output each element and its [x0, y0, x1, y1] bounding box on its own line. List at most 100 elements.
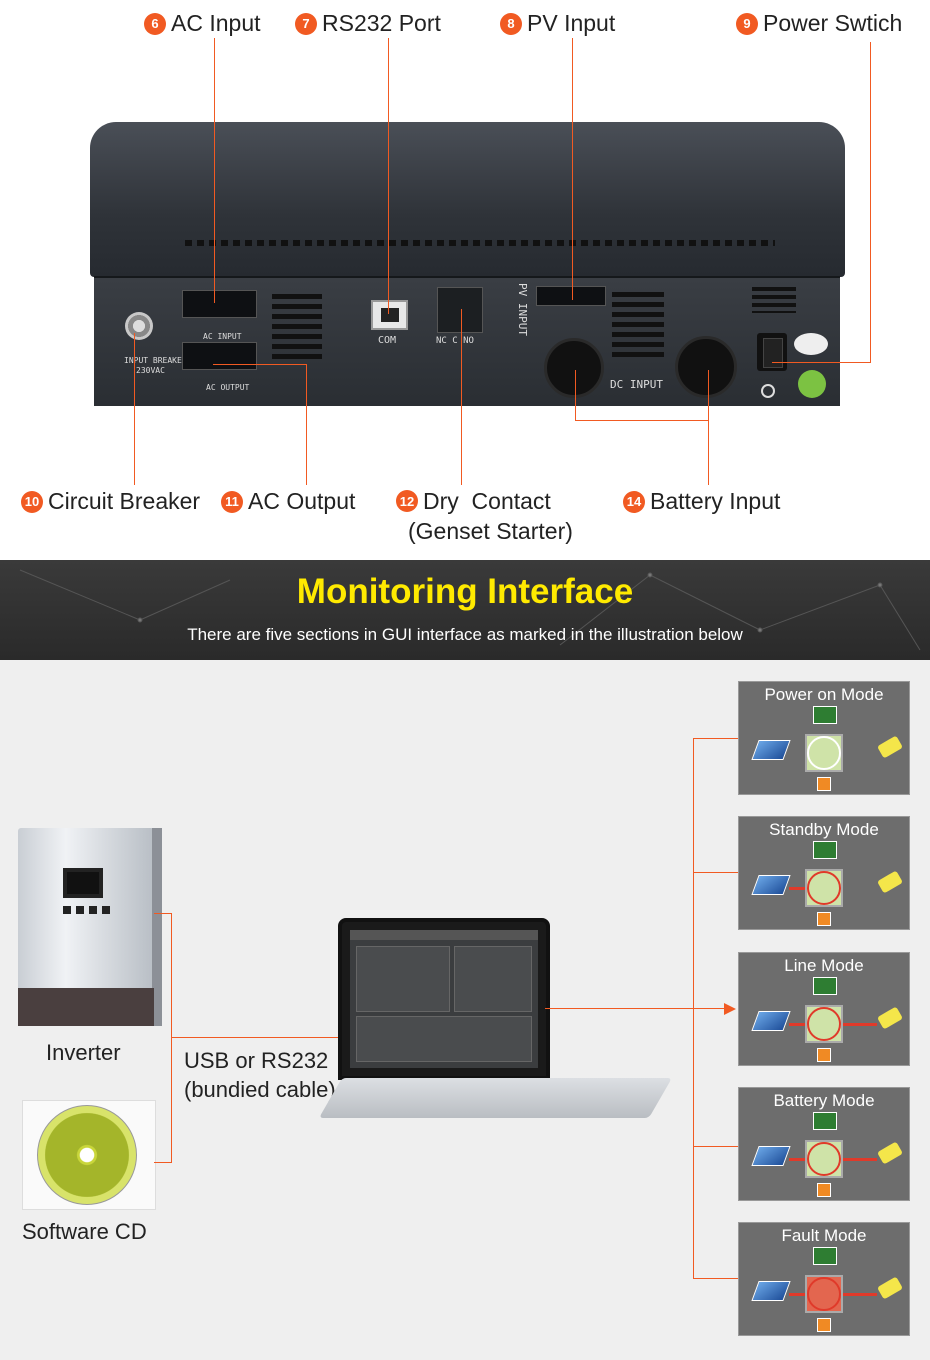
leader-line-batt-right — [708, 370, 709, 485]
circuit-breaker-knob — [125, 312, 153, 340]
number-badge: 6 — [144, 12, 166, 35]
flow-arrow — [843, 1023, 877, 1026]
pv-input-socket — [536, 286, 606, 306]
flow-arrow — [789, 1158, 807, 1161]
mode-title: Standby Mode — [769, 820, 879, 839]
leader-line-pv — [572, 38, 573, 300]
grid-icon — [813, 706, 837, 724]
connector-cd — [154, 1162, 172, 1163]
network-pattern-decoration — [19, 569, 921, 651]
certification-sticker — [794, 333, 828, 355]
monitoring-software-screenshot — [350, 930, 538, 1068]
power-symbol-icon — [761, 384, 775, 398]
pv-input-label: PV INPUT — [516, 283, 529, 336]
connector-inverter — [154, 913, 172, 914]
mode-fault: Fault Mode — [738, 1222, 910, 1336]
battery-icon — [817, 777, 831, 791]
callout-label: AC Input — [171, 10, 261, 36]
software-status-panel — [454, 946, 532, 1012]
mode-standby: Standby Mode — [738, 816, 910, 930]
flow-ring — [807, 1142, 841, 1176]
load-bulb-icon — [876, 735, 904, 759]
leader-line-rs232 — [388, 38, 389, 314]
switch-vent — [752, 287, 796, 313]
software-cd-label: Software CD — [22, 1219, 147, 1244]
battery-icon — [817, 1183, 831, 1197]
ac-input-label: AC INPUT — [203, 332, 242, 341]
inverter-base — [18, 988, 154, 1026]
leader-line-breaker — [134, 333, 135, 485]
mode-title: Power on Mode — [764, 685, 884, 704]
mode-power-on: Power on Mode — [738, 681, 910, 795]
battery-icon — [817, 1318, 831, 1332]
callout-ac-input: 6 AC Input — [144, 10, 261, 37]
callout-circuit-breaker: 10 Circuit Breaker — [21, 488, 200, 515]
mode-title: Line Mode — [784, 956, 864, 975]
flow-arrow — [843, 1293, 877, 1296]
software-toolbar — [350, 930, 538, 940]
ac-output-label: AC OUTPUT — [206, 383, 250, 392]
number-badge: 8 — [500, 12, 522, 35]
callout-ac-output: 11 AC Output — [221, 488, 355, 515]
dry-contact-label: NC C NO — [436, 336, 474, 346]
mode-title: Battery Mode — [773, 1091, 875, 1110]
grid-icon — [813, 977, 837, 995]
mode-tick-2 — [693, 872, 738, 873]
inverter-image — [18, 828, 162, 1026]
callout-dry-contact: 12 Dry Contact (Genset Starter) — [396, 488, 573, 545]
ac-input-socket — [182, 290, 257, 318]
leader-line-batt-left — [575, 370, 576, 421]
face-vent-left — [272, 294, 322, 364]
number-badge: 10 — [21, 490, 43, 513]
number-badge: 12 — [396, 490, 418, 512]
mode-tick-4 — [693, 1146, 738, 1147]
callout-label: Power Swtich — [763, 10, 903, 36]
software-cd-image — [22, 1100, 156, 1210]
monitoring-banner: Monitoring Interface There are five sect… — [0, 560, 930, 660]
callout-battery-input: 14 Battery Input — [623, 488, 780, 515]
solar-panel-icon — [751, 1281, 791, 1301]
callout-rs232-port: 7 RS232 Port — [295, 10, 441, 37]
callout-label: AC Output — [248, 488, 356, 514]
connector-to-modes — [545, 1008, 725, 1009]
leader-line-ac-output-v — [306, 364, 307, 485]
mode-line: Line Mode — [738, 952, 910, 1066]
qc-passed-sticker — [798, 370, 826, 398]
flow-arrow — [789, 1023, 807, 1026]
battery-icon — [817, 1048, 831, 1062]
inverter-side — [152, 828, 162, 1026]
cd-disc-icon — [37, 1105, 137, 1205]
flow-ring — [807, 1277, 841, 1311]
mode-battery: Battery Mode — [738, 1087, 910, 1201]
face-vent-right — [612, 292, 664, 362]
grid-icon — [813, 1112, 837, 1130]
vent-grille — [185, 240, 775, 246]
inverter-buttons — [63, 906, 113, 914]
flow-ring — [807, 736, 841, 770]
laptop-image — [338, 918, 550, 1080]
breaker-rating-label: 230VAC — [136, 366, 165, 375]
laptop-keyboard-base — [318, 1078, 672, 1118]
connector-to-laptop — [171, 1037, 343, 1038]
number-badge: 11 — [221, 490, 243, 513]
callout-label: Battery Input — [650, 488, 781, 514]
leader-line-ac-input — [214, 38, 215, 303]
flow-arrow — [789, 1293, 807, 1296]
callout-label: PV Input — [527, 10, 616, 36]
callout-power-switch: 9 Power Swtich — [736, 10, 902, 37]
power-switch — [757, 333, 787, 371]
mode-tick-5 — [693, 1278, 738, 1279]
load-bulb-icon — [876, 1276, 904, 1300]
inverter-lcd — [63, 868, 103, 898]
dry-contact-terminal — [437, 287, 483, 333]
load-bulb-icon — [876, 1141, 904, 1165]
leader-line-ac-output-h — [213, 364, 307, 365]
grid-icon — [813, 1247, 837, 1265]
solar-panel-icon — [751, 875, 791, 895]
leader-line-batt-h — [575, 420, 709, 421]
callout-pv-input: 8 PV Input — [500, 10, 615, 37]
battery-input-terminal-negative — [544, 338, 604, 398]
mode-title: Fault Mode — [781, 1226, 867, 1245]
arrow-head-icon — [724, 1003, 736, 1015]
cable-label-line2: (bundied cable) — [184, 1077, 336, 1102]
